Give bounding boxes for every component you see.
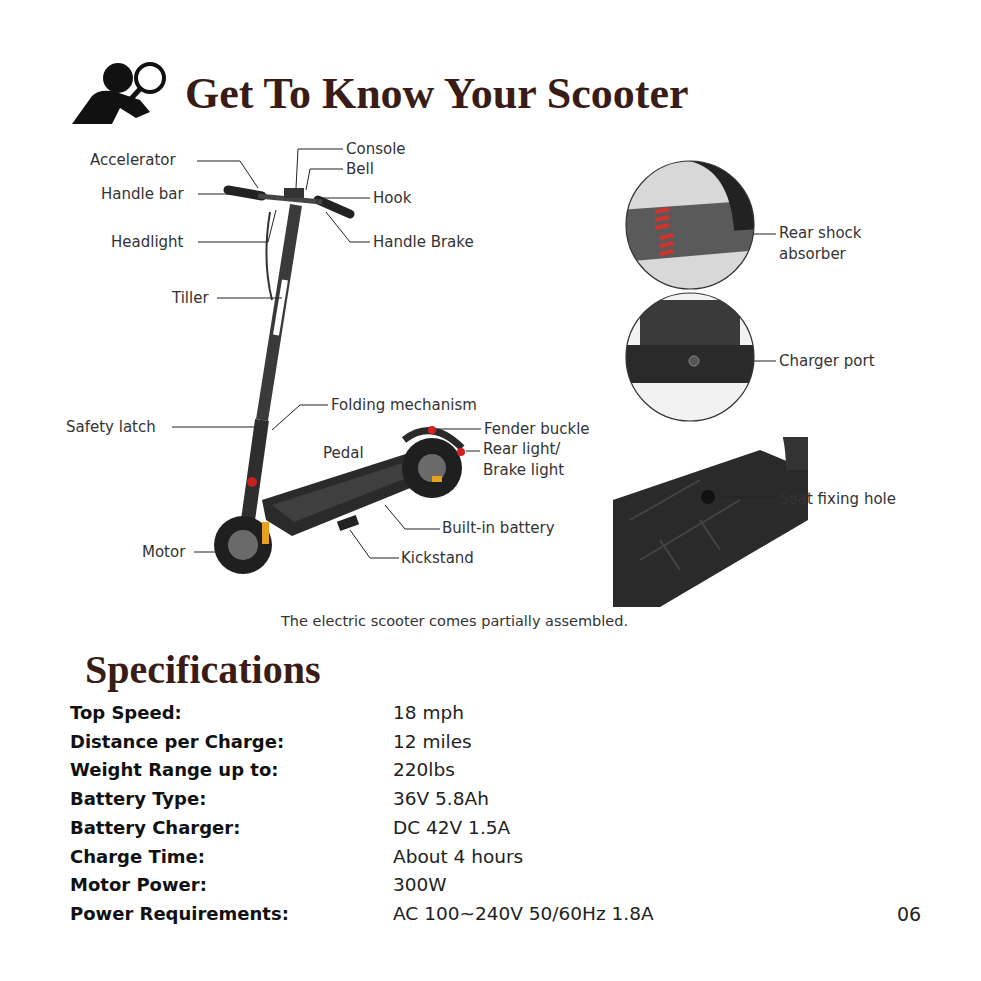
part-label: Rear light/ Brake light bbox=[483, 439, 583, 481]
rear-wheel bbox=[402, 438, 462, 498]
inset-circle bbox=[626, 161, 754, 289]
part-label: Motor bbox=[142, 542, 185, 563]
icon-body bbox=[72, 91, 150, 124]
leader-line bbox=[194, 552, 216, 553]
leader-line bbox=[466, 451, 480, 452]
page-number: 06 bbox=[897, 903, 921, 925]
part-label: Charger port bbox=[779, 351, 875, 372]
leader-line bbox=[217, 298, 282, 299]
front-reflector bbox=[247, 477, 257, 487]
part-label: Bell bbox=[346, 159, 374, 180]
spec-name: Battery Charger: bbox=[70, 817, 240, 839]
front-hub bbox=[228, 530, 258, 560]
console bbox=[284, 188, 304, 198]
part-label: Safety latch bbox=[66, 417, 156, 438]
seat-fixing-hole bbox=[701, 490, 715, 504]
spec-value: About 4 hours bbox=[393, 846, 523, 868]
inset-charger bbox=[620, 290, 760, 430]
shock-spring bbox=[655, 209, 674, 254]
front-reflector-side bbox=[262, 522, 269, 544]
page-title: Get To Know Your Scooter bbox=[185, 72, 689, 116]
spec-value: 220lbs bbox=[393, 759, 455, 781]
icon-head bbox=[103, 63, 133, 93]
leader-line bbox=[385, 505, 440, 529]
part-label: Kickstand bbox=[401, 548, 474, 569]
icon-lens bbox=[136, 64, 164, 92]
part-label: Pedal bbox=[323, 443, 364, 464]
part-label: Seat fixing hole bbox=[779, 489, 896, 510]
part-label: Tiller bbox=[172, 288, 209, 309]
inset-shock bbox=[620, 150, 760, 295]
leader-line bbox=[306, 169, 343, 190]
inset-deck-side bbox=[620, 345, 760, 383]
spec-name: Battery Type: bbox=[70, 788, 206, 810]
charger-port bbox=[689, 356, 699, 366]
search-icon bbox=[72, 63, 164, 124]
kickstand bbox=[337, 515, 359, 531]
icon-handle bbox=[128, 89, 140, 102]
rear-reflector bbox=[432, 476, 442, 482]
spec-value: AC 100~240V 50/60Hz 1.8A bbox=[393, 903, 654, 925]
spec-name: Top Speed: bbox=[70, 702, 182, 724]
part-label: Accelerator bbox=[90, 150, 176, 171]
part-label: Headlight bbox=[111, 232, 183, 253]
part-label: Fender buckle bbox=[484, 419, 590, 440]
leader-line bbox=[172, 427, 256, 428]
inset-seat bbox=[613, 380, 808, 607]
tiller bbox=[262, 205, 296, 420]
leader-line bbox=[720, 497, 776, 498]
spec-name: Distance per Charge: bbox=[70, 731, 284, 753]
spec-value: 12 miles bbox=[393, 731, 472, 753]
inset-fender bbox=[730, 437, 800, 470]
leader-line bbox=[326, 212, 370, 242]
inset-grip-lines bbox=[630, 480, 740, 570]
leader-line bbox=[272, 405, 328, 430]
spec-value: 300W bbox=[393, 874, 447, 896]
part-label: Console bbox=[346, 139, 406, 160]
spec-value: DC 42V 1.5A bbox=[393, 817, 510, 839]
part-label: Rear shock absorber bbox=[779, 223, 889, 265]
part-label: Handle bar bbox=[101, 184, 184, 205]
inset-grip bbox=[640, 300, 740, 345]
fork bbox=[248, 420, 262, 520]
leader-line bbox=[350, 530, 399, 558]
part-label: Folding mechanism bbox=[331, 395, 477, 416]
leader-line bbox=[438, 429, 481, 430]
inset-circle bbox=[626, 293, 754, 421]
spec-value: 36V 5.8Ah bbox=[393, 788, 489, 810]
caption: The electric scooter comes partially ass… bbox=[281, 612, 628, 630]
brake-cable bbox=[266, 212, 272, 300]
part-label: Built-in battery bbox=[442, 518, 555, 539]
spec-value: 18 mph bbox=[393, 702, 464, 724]
section-heading: Specifications bbox=[85, 650, 321, 690]
spec-name: Charge Time: bbox=[70, 846, 205, 868]
inset-deck bbox=[613, 450, 808, 607]
part-label: Hook bbox=[373, 188, 411, 209]
tiller-stripe bbox=[276, 280, 285, 335]
part-label: Handle Brake bbox=[373, 232, 474, 253]
leader-line bbox=[316, 198, 370, 203]
rear-hub bbox=[418, 454, 446, 482]
fender-buckle bbox=[428, 426, 436, 434]
inset-bg bbox=[620, 290, 760, 430]
spec-name: Motor Power: bbox=[70, 874, 207, 896]
front-wheel bbox=[214, 516, 272, 574]
leader-line bbox=[197, 161, 258, 188]
leader-line bbox=[198, 194, 234, 195]
rear-light bbox=[457, 448, 465, 456]
spec-name: Power Requirements: bbox=[70, 903, 289, 925]
spec-name: Weight Range up to: bbox=[70, 759, 278, 781]
leader-line bbox=[198, 210, 276, 242]
